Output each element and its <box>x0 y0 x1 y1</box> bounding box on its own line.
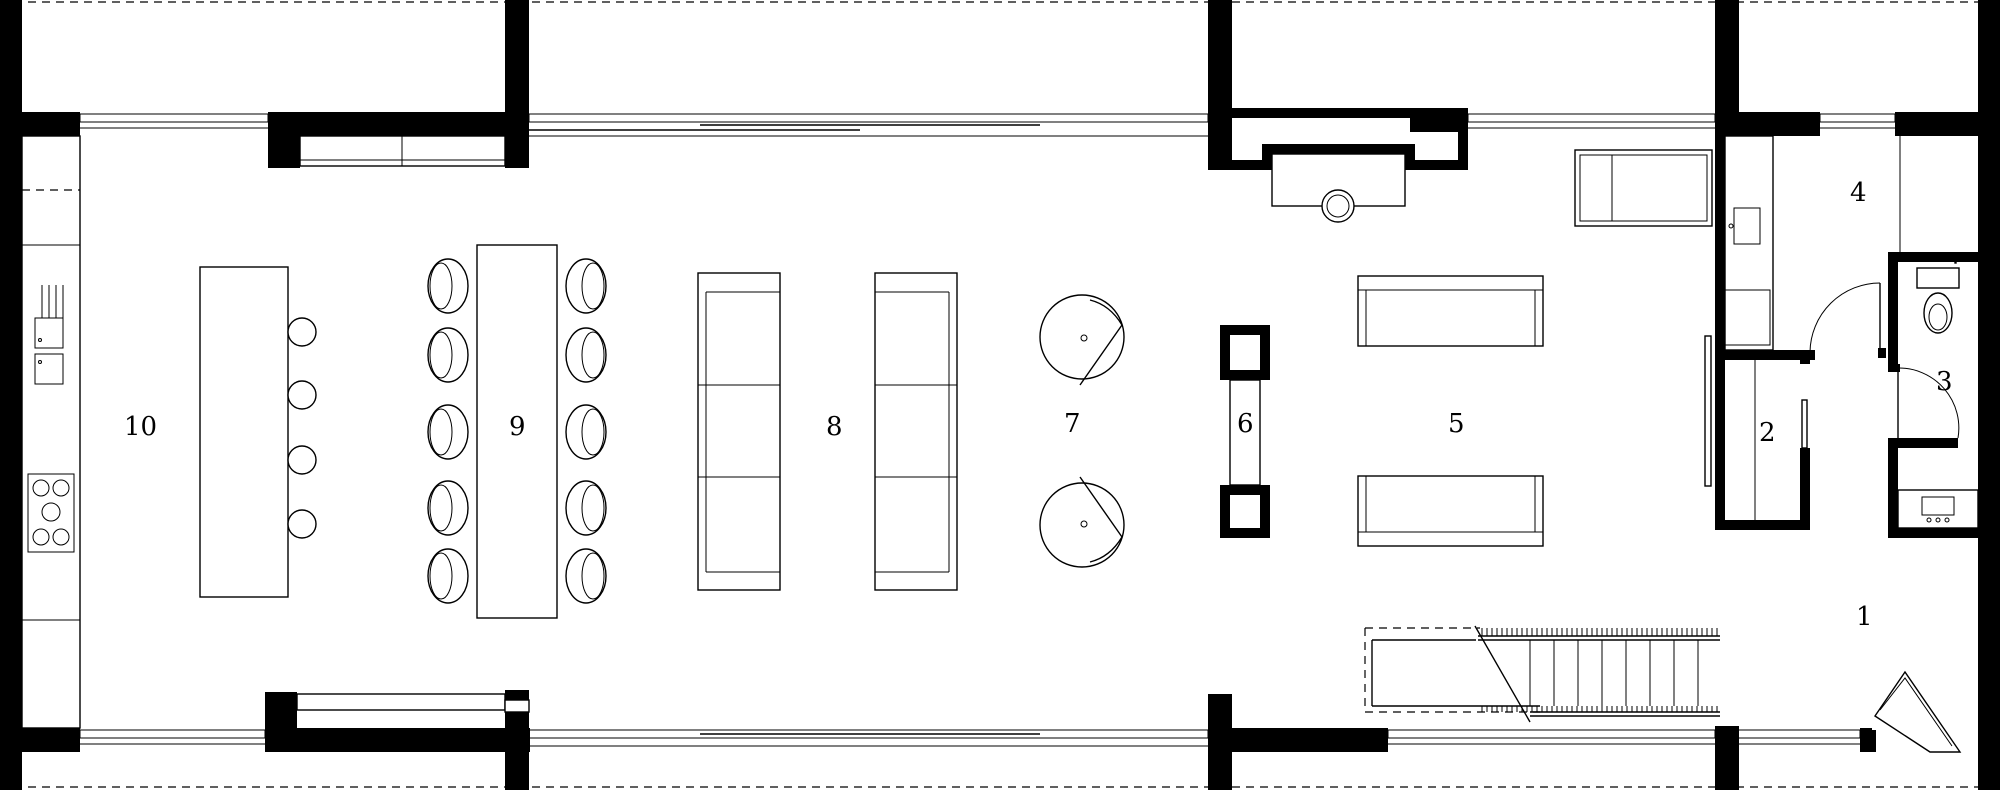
room-label-8: 8 <box>826 412 843 442</box>
room-label-2: 2 <box>1759 418 1776 448</box>
kitchen <box>21 135 530 729</box>
staircase <box>1364 625 1720 723</box>
sink-icon <box>34 285 64 385</box>
room-label-1: 1 <box>1856 602 1873 632</box>
room-label-6: 6 <box>1237 409 1254 439</box>
living-sofas <box>1357 275 1544 547</box>
service-core <box>1704 135 1979 529</box>
dining-area <box>427 244 607 619</box>
room-label-4: 4 <box>1850 178 1867 208</box>
lounge-chairs <box>1039 294 1125 568</box>
room-label-5: 5 <box>1448 409 1465 439</box>
kitchen-island <box>199 266 289 598</box>
bar-stools <box>287 317 317 539</box>
dining-table <box>476 244 558 619</box>
lounge-sofas <box>697 272 958 591</box>
dining-chairs <box>427 258 607 604</box>
daybed <box>1574 149 1713 227</box>
cooktop-icon <box>27 473 75 553</box>
windows <box>79 113 1896 747</box>
entrance-door-icon <box>1862 670 1962 753</box>
room-label-7: 7 <box>1064 409 1081 439</box>
sofa-right <box>874 272 958 591</box>
room-label-9: 9 <box>509 412 526 442</box>
room-label-10: 10 <box>124 412 157 442</box>
room-label-3: 3 <box>1936 367 1953 397</box>
fireplace-console <box>1271 153 1406 223</box>
sofa-left <box>697 272 781 591</box>
